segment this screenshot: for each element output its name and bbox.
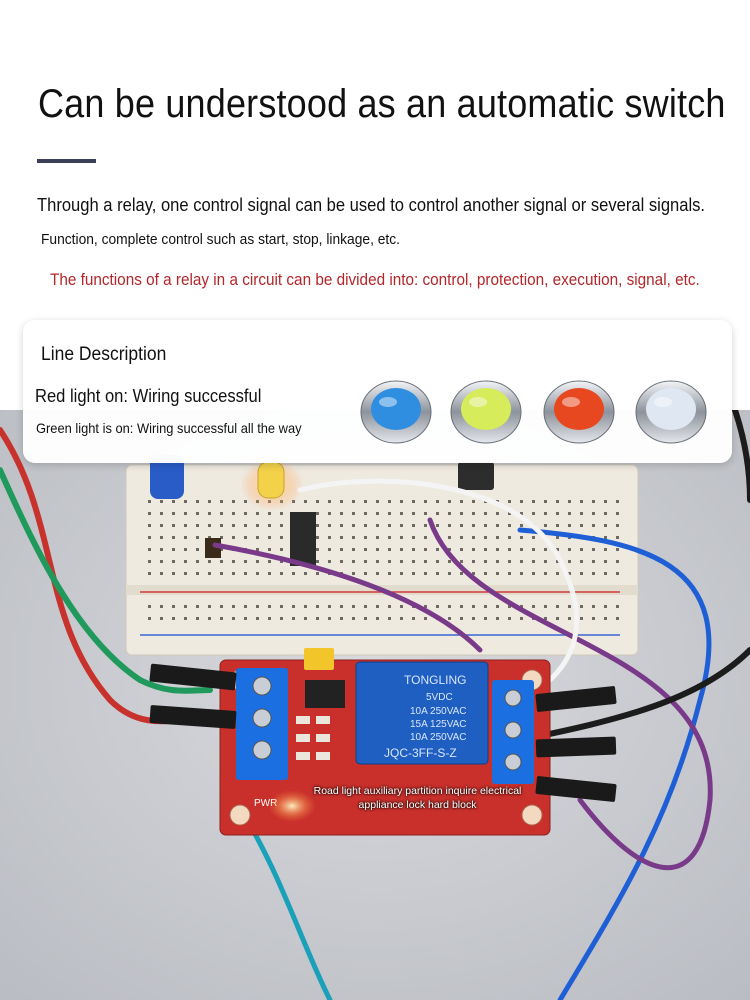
- optocoupler-chip: [305, 680, 345, 708]
- relay-spec-4: 10A 250VAC: [410, 732, 467, 743]
- indicator-lights-row: [360, 380, 707, 444]
- card-title: Line Description: [41, 344, 167, 365]
- push-button: [458, 462, 494, 490]
- header-section: Can be understood as an automatic switch…: [0, 0, 750, 320]
- dupont-connectors: [149, 663, 617, 802]
- relay-body: [355, 661, 489, 765]
- indicator-light-white-icon: [635, 380, 707, 444]
- indicator-light-blue-icon: [360, 380, 432, 444]
- indicator-light-red-icon: [543, 380, 615, 444]
- indicator-light-yellow-icon: [450, 380, 522, 444]
- blue-capacitor: [150, 455, 184, 499]
- header-pins: [290, 512, 316, 566]
- status-led-glow: [268, 790, 316, 822]
- title-underline: [37, 159, 96, 163]
- green-light-description: Green light is on: Wiring successful all…: [36, 420, 302, 436]
- page-title: Can be understood as an automatic switch: [38, 82, 726, 126]
- relay-spec-3: 15A 125VAC: [410, 719, 467, 730]
- led-component: [257, 461, 285, 499]
- relay-spec-2: 10A 250VAC: [410, 706, 467, 717]
- relay-module: TONGLING 5VDC 10A 250VAC 15A 125VAC 10A …: [219, 648, 551, 836]
- description-line-2: Function, complete control such as start…: [41, 231, 400, 248]
- line-description-card: Line Description Red light on: Wiring su…: [23, 320, 732, 463]
- relay-model-label: JQC-3FF-S-Z: [384, 746, 457, 760]
- jumper-cap: [304, 648, 334, 670]
- description-line-1: Through a relay, one control signal can …: [37, 195, 706, 215]
- photo-overlay-caption: Road light auxiliary partition inquire e…: [313, 785, 522, 811]
- pwr-label: PWR: [254, 798, 277, 809]
- relay-module-photo: TONGLING 5VDC 10A 250VAC 15A 125VAC 10A …: [0, 410, 750, 1000]
- description-highlight: The functions of a relay in a circuit ca…: [50, 270, 700, 289]
- relay-brand-label: TONGLING: [404, 673, 466, 687]
- relay-spec-1: 5VDC: [426, 692, 453, 703]
- red-light-description: Red light on: Wiring successful: [35, 386, 262, 406]
